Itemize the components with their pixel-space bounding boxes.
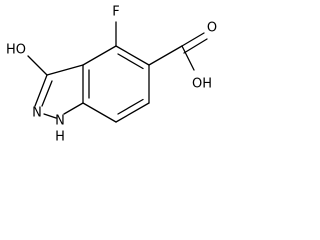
benzene-ring — [82, 45, 150, 123]
nh-nitrogen-label: N — [55, 114, 65, 129]
bond-n1-c7a — [63, 102, 84, 115]
acid-hydroxyl-label: OH — [192, 77, 212, 92]
bond-n2-n1 — [43, 113, 57, 119]
nh-hydrogen-label: H — [55, 130, 65, 145]
pyrazole-ring — [34, 64, 84, 119]
bond-c6-c7 — [115, 102, 150, 123]
bond-c7-c7a — [82, 102, 117, 123]
hydroxyl-label: HO — [6, 43, 26, 58]
bond-c4-c5 — [115, 45, 150, 66]
bond-carboxyl-hydroxyl — [181, 45, 195, 71]
double-bond-c6-c7 — [117, 98, 144, 115]
bond-c3a-c4 — [82, 45, 117, 66]
bond-carboxyl-carbonyl — [181, 32, 205, 47]
carbonyl-oxygen-label: O — [207, 21, 217, 36]
bond-c3-n2 — [34, 74, 48, 107]
double-bond-c4-c5 — [117, 53, 144, 70]
double-bond-carboxyl-carbonyl — [183, 38, 208, 54]
bond-c3a-c3 — [46, 64, 84, 76]
bond-c6-carboxyl — [148, 45, 183, 66]
structure-diagram: F HO N N H O OH — [6, 5, 217, 145]
nitrogen-label: N — [32, 106, 42, 121]
bond-c3-oh — [27, 55, 48, 76]
fluorine-label: F — [112, 5, 119, 20]
double-bond-c3-n2 — [41, 80, 53, 107]
